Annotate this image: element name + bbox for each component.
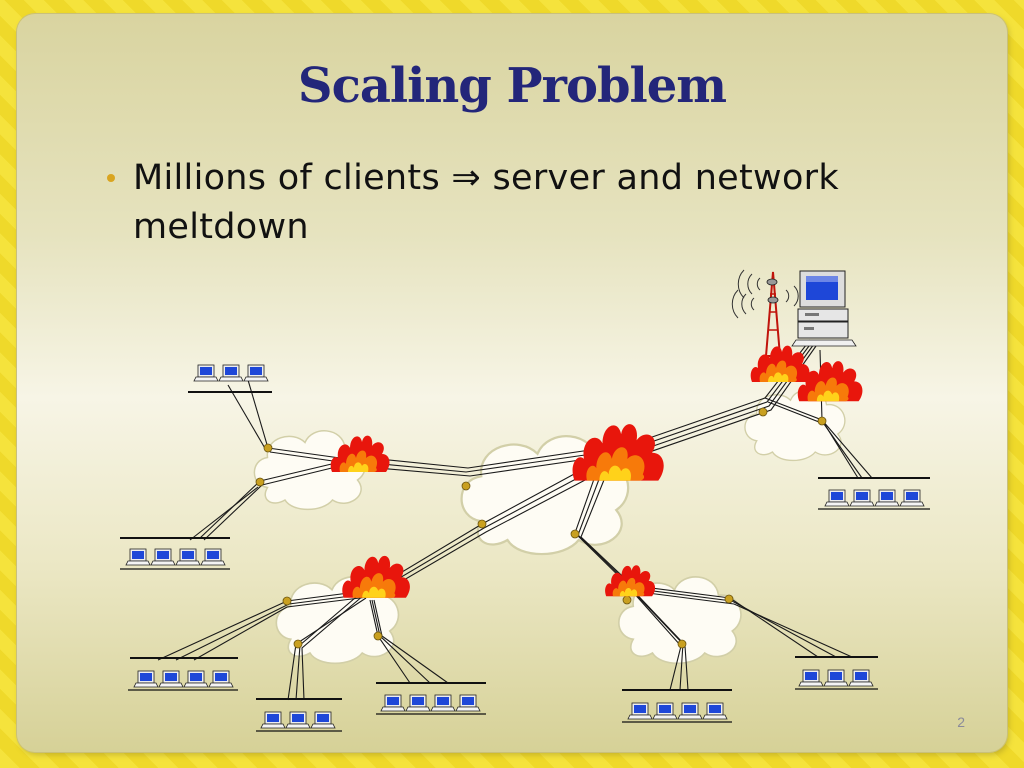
router-node	[282, 596, 292, 606]
fire-icon	[342, 555, 410, 598]
client-group-lower-left-1	[128, 657, 238, 691]
network-diagram	[120, 269, 930, 732]
router-node	[622, 595, 632, 605]
page-number: 2	[957, 714, 965, 730]
router-node	[255, 477, 265, 487]
router-node	[677, 639, 687, 649]
client-group-lower-left-3	[376, 682, 486, 715]
fire-icons	[330, 345, 863, 598]
client-group-upper-left-top	[188, 364, 272, 393]
router-node	[724, 594, 734, 604]
implies-arrow-icon: ⇒	[451, 158, 482, 198]
regional-cloud-group	[253, 388, 846, 665]
router-node	[570, 529, 580, 539]
client-group-server-side	[818, 477, 930, 510]
client-group-lower-right-2	[795, 656, 878, 690]
router-node	[263, 443, 273, 453]
client-group-lower-right-1	[622, 689, 732, 723]
client-group-lower-left-2	[256, 698, 342, 732]
bullet-suffix: server and network meltdown	[133, 158, 839, 247]
bullet-prefix: Millions of clients	[133, 158, 440, 198]
server-computer-icon	[791, 270, 857, 347]
slide: Scaling Problem Millions of clients ⇒ se…	[17, 14, 1007, 752]
client-group-upper-left-bottom	[120, 537, 230, 570]
router-node	[293, 639, 303, 649]
router-node	[477, 519, 487, 529]
router-node	[373, 631, 383, 641]
routers	[255, 407, 827, 649]
fire-icon	[572, 424, 664, 481]
antenna-tower-icon	[731, 269, 799, 357]
router-node	[817, 416, 827, 426]
bullet-dot-icon	[107, 174, 115, 182]
fire-icon	[750, 345, 810, 382]
slide-title: Scaling Problem	[297, 58, 727, 114]
bullet-text: Millions of clients ⇒ server and network…	[133, 154, 943, 252]
router-node	[758, 407, 768, 417]
router-node	[461, 481, 471, 491]
